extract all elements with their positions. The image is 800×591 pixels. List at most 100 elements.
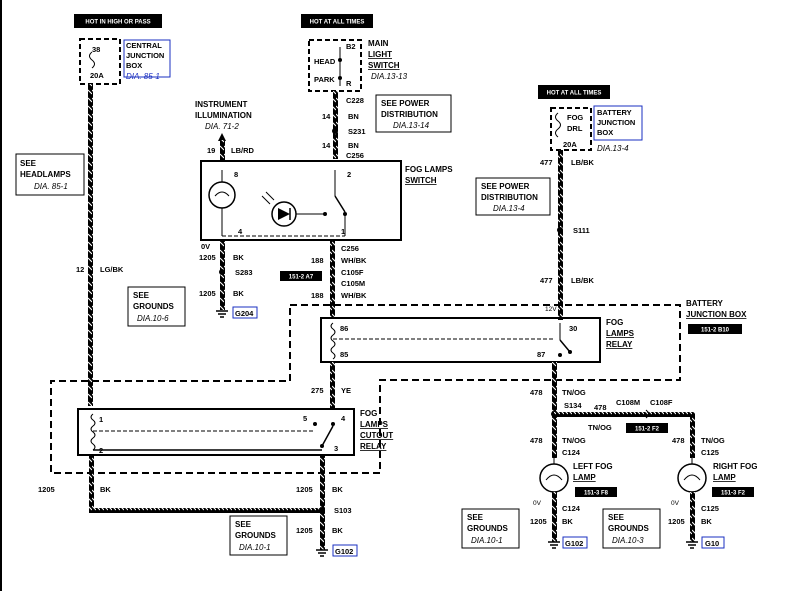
wire-12-color: LG/BK [100,265,124,274]
svg-text:BATTERY: BATTERY [597,108,632,117]
wire-1205c-num: 1205 [38,485,55,494]
svg-text:20A: 20A [90,71,104,80]
fog-lamps-relay-label-3: RELAY [606,340,633,349]
wire-478b-num: 478 [594,403,607,412]
wire-188a-color: WH/BK [341,256,367,265]
voltage-0v-1: 0V [201,242,210,251]
see-headlamps-box: SEE HEADLAMPS DIA. 85-1 [15,153,85,196]
connector-c105f: C105F [341,268,364,277]
wire-478-tnog [552,362,557,458]
connector-c125-top: C125 [701,448,719,457]
see-power-distribution-box-2: SEE POWER DISTRIBUTION DIA.13-4 [475,177,551,216]
svg-text:DIA.10-1: DIA.10-1 [471,536,503,545]
voltage-0v-3: 0V [671,500,680,507]
svg-text:HOT AT ALL TIMES: HOT AT ALL TIMES [310,20,365,26]
svg-text:ILLUMINATION: ILLUMINATION [195,111,252,120]
wire-1205a-color: BK [233,253,244,262]
wire-478b-color: TN/OG [588,423,612,432]
wire-1205g [690,492,695,542]
wire-188a-num: 188 [311,256,324,265]
ground-g102b-icon [548,541,560,549]
cutout-relay-label-2: LAMPS [360,420,389,429]
illumination-bulb-icon [208,181,236,209]
wire-1205c [89,455,94,511]
wire-1205-s283 [220,240,225,310]
ground-g204-label: G204 [235,309,254,318]
wire-1205e-num: 1205 [296,526,313,535]
svg-text:SEE POWER: SEE POWER [481,182,530,191]
wire-12-num: 12 [76,265,84,274]
svg-text:MAIN: MAIN [368,39,389,48]
splice-s103-label: S103 [334,506,352,515]
ground-g204-box [232,306,258,319]
wire-19-lbrd [220,140,225,162]
instrument-illumination-ref: INSTRUMENT ILLUMINATION DIA. 71-2 [195,100,252,141]
cutout-relay-label-1: FOG [360,409,377,418]
splice-s111-label: S111 [573,226,590,235]
wire-1205f [552,492,557,542]
main-light-switch: B2 HEAD PARK R MAIN LIGHT SWITCH DIA.13-… [308,39,408,92]
svg-text:BOX: BOX [597,128,613,137]
svg-text:SEE: SEE [235,520,252,529]
svg-text:DIA. 85-1: DIA. 85-1 [34,182,68,191]
ref-tag-151-2-a7: 151-2 A7 [280,271,322,281]
svg-text:86: 86 [340,324,348,333]
wire-1205e-color: BK [332,526,343,535]
svg-text:151-2 F2: 151-2 F2 [635,427,660,433]
svg-text:SEE: SEE [467,513,484,522]
wire-1205b-color: BK [233,289,244,298]
fog-lamps-relay-label-2: LAMPS [606,329,635,338]
wire-188b-num: 188 [311,291,324,300]
svg-text:DIA.13-4: DIA.13-4 [597,144,629,153]
ground-g204-icon [216,310,228,318]
wire-188-whbk [330,240,335,318]
wire-1205b-num: 1205 [199,289,216,298]
wire-478d-num: 478 [672,436,685,445]
wire-478a-color: TN/OG [562,388,586,397]
svg-text:DIA.13-4: DIA.13-4 [493,204,525,213]
battery-junction-box-top: FOG DRL 20A BATTERY JUNCTION BOX DIA.13-… [550,105,643,153]
svg-text:20A: 20A [563,140,577,149]
right-fog-lamp-bulb-icon [677,463,707,493]
fog-lamps-relay-label-1: FOG [606,318,623,327]
svg-text:8: 8 [234,170,238,179]
relay-coil-icon [330,322,336,360]
wire-477b-color: LB/BK [571,276,594,285]
wire-19-color: LB/RD [231,146,254,155]
svg-text:GROUNDS: GROUNDS [467,524,509,533]
hot-label-all-times-2: HOT AT ALL TIMES [538,85,610,99]
wire-275-num: 275 [311,386,324,395]
svg-text:HEADLAMPS: HEADLAMPS [20,170,71,179]
splice-s111 [557,227,563,233]
ground-g102a-box [332,544,358,557]
wire-478-right-drop [690,412,695,458]
svg-text:SEE: SEE [133,291,150,300]
wire-14-color-2: BN [348,141,359,150]
connector-c228: C228 [346,96,364,105]
wire-19-num: 19 [207,146,215,155]
see-grounds-box-1: SEE GROUNDS DIA.10-6 [127,286,186,327]
svg-text:DIA.13-14: DIA.13-14 [393,121,430,130]
svg-text:RIGHT FOG: RIGHT FOG [713,462,757,471]
svg-text:DIA.10-6: DIA.10-6 [137,314,169,323]
svg-text:151-3 F8: 151-3 F8 [584,491,609,497]
svg-text:JUNCTION: JUNCTION [597,118,635,127]
splice-s283 [219,269,225,275]
connector-c108f: C108F [650,398,673,407]
svg-text:SEE: SEE [20,159,37,168]
wire-478-horizontal [554,412,694,417]
fog-lamps-switch-label-1: FOG LAMPS [405,165,453,174]
svg-text:SWITCH: SWITCH [368,61,400,70]
svg-text:5: 5 [303,414,307,423]
svg-text:87: 87 [537,350,545,359]
svg-text:1: 1 [341,227,345,236]
svg-text:HEAD: HEAD [314,57,336,66]
wire-477b-num: 477 [540,276,553,285]
wire-478a-num: 478 [530,388,543,397]
svg-text:DISTRIBUTION: DISTRIBUTION [481,193,538,202]
svg-text:HOT AT ALL TIMES: HOT AT ALL TIMES [547,91,602,97]
wire-275-color: YE [341,386,351,395]
cutout-relay-label-3: CUTOUT [360,431,393,440]
right-fog-lamp: RIGHT FOG LAMP 151-3 F2 [677,458,757,497]
fog-lamps-switch: 8 2 4 1 [200,160,402,241]
